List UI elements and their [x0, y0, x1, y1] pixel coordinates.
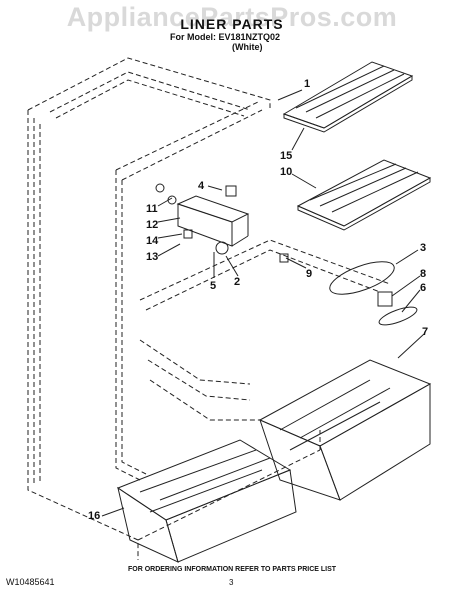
callout-label: 16 [88, 510, 101, 522]
wire-shelf-upper [282, 61, 414, 133]
thermostat-housing [155, 183, 289, 268]
document-number: W10485641 [6, 577, 55, 587]
callout-label: 13 [146, 251, 159, 263]
page-number: 3 [229, 578, 234, 587]
shelf-trim [329, 261, 395, 295]
basket-right [258, 359, 432, 501]
callout-label: 15 [280, 150, 293, 162]
leader-lines [101, 89, 425, 517]
callout-label: 3 [420, 242, 427, 254]
basket-left [116, 439, 297, 563]
ordering-note: FOR ORDERING INFORMATION REFER TO PARTS … [127, 566, 337, 573]
callout-label: 2 [234, 276, 241, 288]
liner-cabinet [27, 57, 391, 560]
callout-label: 7 [422, 326, 429, 338]
callout-label: 12 [146, 219, 159, 231]
watermark: AppliancePartsPros.com [66, 2, 398, 32]
shelf-clip [377, 291, 393, 307]
callout-label: 9 [306, 268, 313, 280]
shelf-retainer [378, 306, 418, 326]
callout-label: 5 [210, 280, 217, 292]
callout-label: 14 [146, 235, 159, 247]
page-title: LINER PARTS [180, 16, 284, 32]
callout-label: 6 [420, 282, 427, 294]
callout-label: 10 [280, 166, 293, 178]
callout-label: 11 [146, 203, 158, 215]
model-line: For Model: EV181NZTQ02 [170, 32, 281, 42]
color-line: (White) [232, 42, 263, 52]
callout-label: 4 [198, 180, 205, 192]
callout-label: 1 [304, 78, 311, 90]
wire-shelf-lower [296, 159, 432, 231]
callout-label: 8 [420, 268, 427, 280]
